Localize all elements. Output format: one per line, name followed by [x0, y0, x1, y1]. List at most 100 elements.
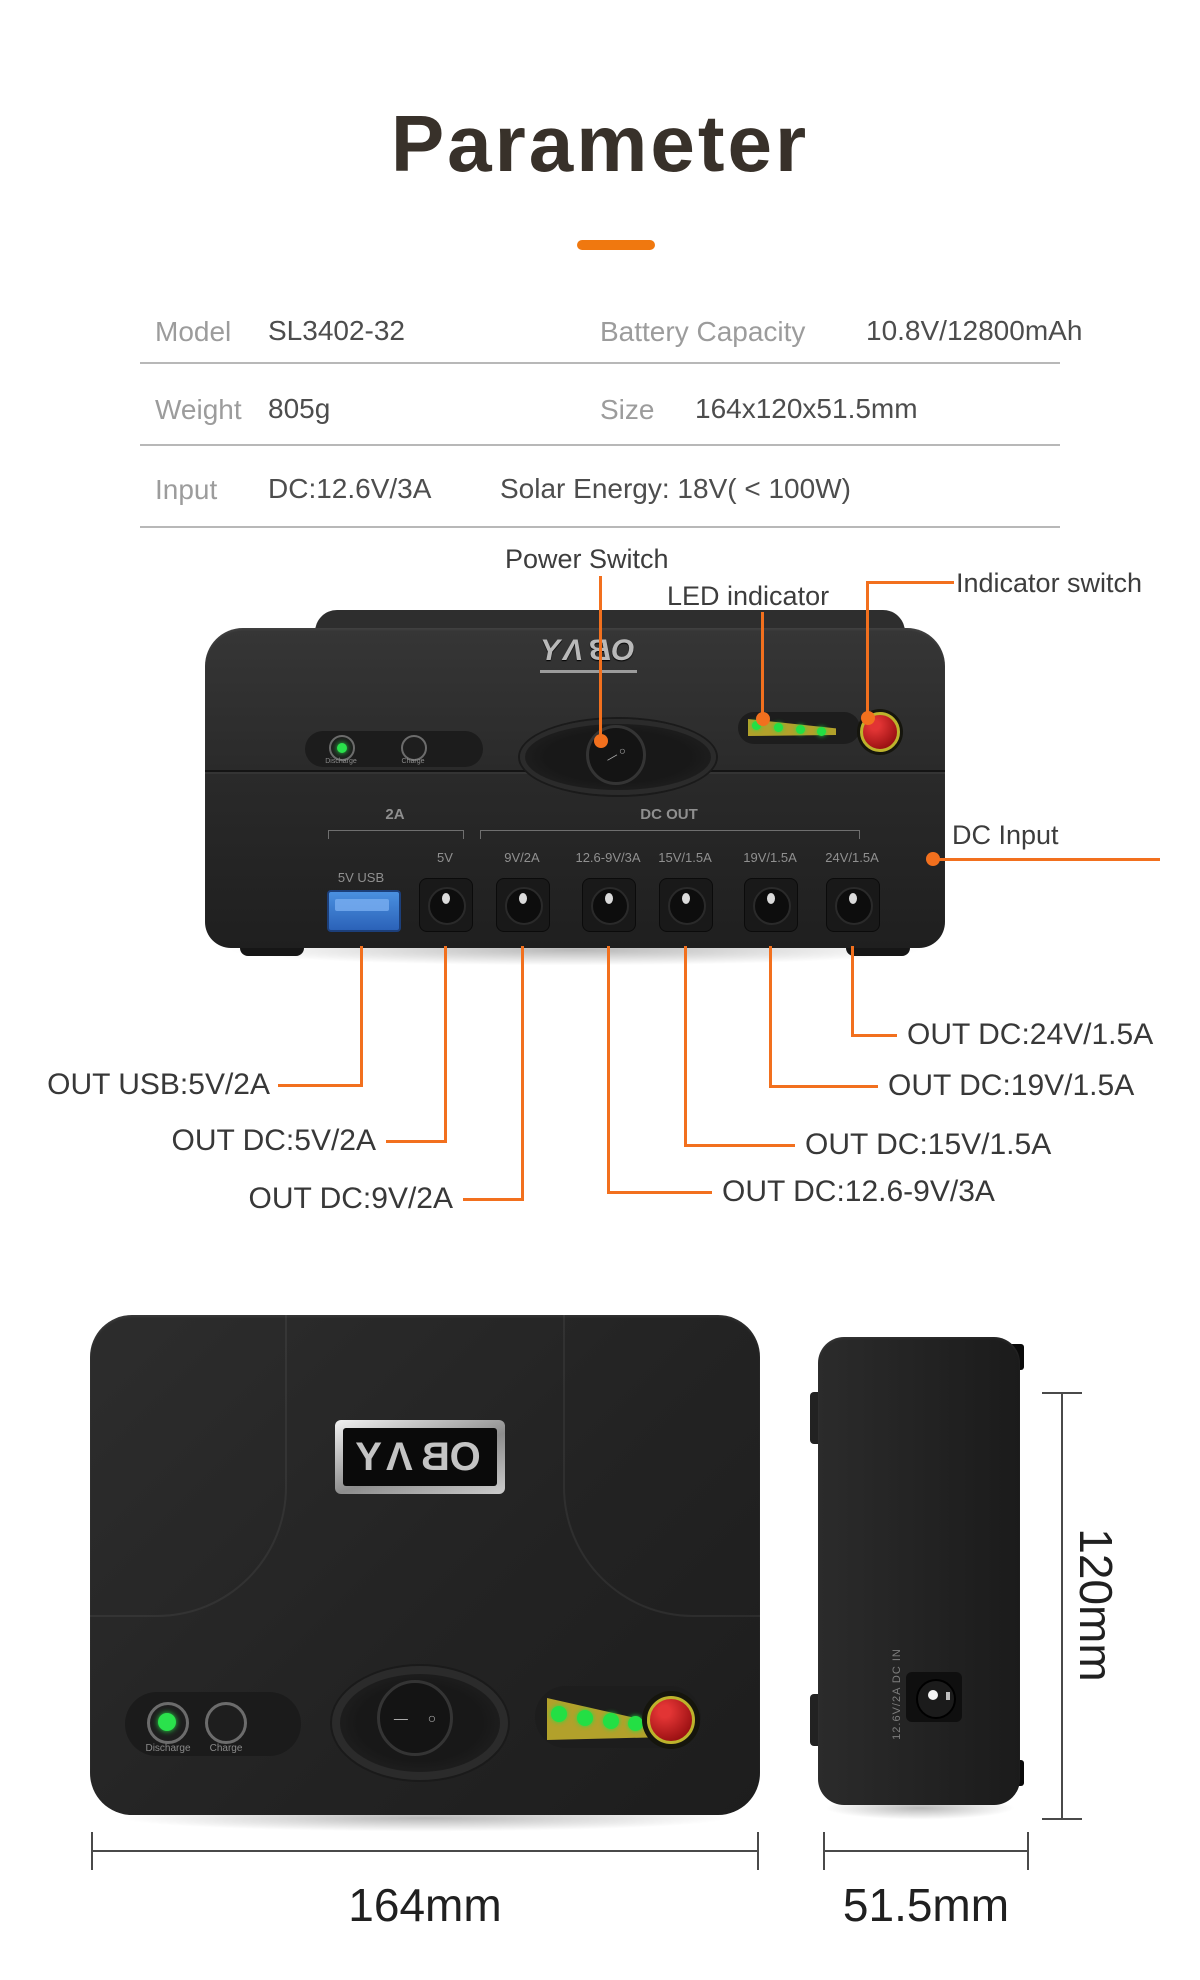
led-indicator-callout: LED indicator — [667, 581, 830, 611]
battery-led-dot — [796, 725, 805, 734]
rocker-on-mark: ○ — [427, 1710, 437, 1726]
battery-led-dot — [628, 1716, 643, 1731]
spec-battery-label: Battery Capacity — [600, 316, 806, 347]
discharge-label: Discharge — [325, 758, 357, 765]
out-usb-label: OUT USB:5V/2A — [47, 1068, 270, 1101]
spec-size-label: Size — [600, 394, 655, 425]
dc-input-line — [934, 858, 1160, 861]
width-dim-line — [91, 1850, 759, 1852]
out-19v-label: OUT DC:19V/1.5A — [888, 1069, 1135, 1102]
battery-led-dot — [752, 721, 761, 730]
spec-solar-value: Solar Energy: 18V( < 100W) — [500, 473, 851, 504]
indicator-switch-dot — [861, 711, 875, 725]
logo-letter: O — [449, 1435, 485, 1479]
spec-divider — [140, 526, 1060, 528]
spec-divider — [140, 444, 1060, 446]
rocker-on-mark: ○ — [616, 744, 628, 759]
dc-barrel — [668, 887, 706, 925]
out-5v-label: OUT DC:5V/2A — [171, 1124, 376, 1157]
page-title: Parameter — [390, 99, 810, 188]
out-126-label: OUT DC:12.6-9V/3A — [722, 1175, 995, 1208]
depth-dim-line — [823, 1850, 1029, 1852]
out-15v-line-h — [684, 1144, 795, 1147]
dc-barrel — [428, 887, 466, 925]
rocker-off-mark: — — [604, 749, 620, 766]
indicator-switch-button — [647, 1696, 695, 1744]
dc-pin — [767, 893, 775, 904]
logo-letter: Y — [540, 634, 564, 667]
dc-pin — [849, 893, 857, 904]
logo-letter: Y — [355, 1435, 386, 1479]
group-2a-label: 2A — [385, 806, 405, 823]
port-label-9v: 9V/2A — [504, 850, 540, 865]
spec-battery-value: 10.8V/12800mAh — [866, 315, 1083, 346]
usb-tongue — [335, 899, 389, 911]
indicator-switch-line-h — [866, 581, 954, 584]
spec-divider — [140, 362, 1060, 364]
power-switch-callout: Power Switch — [505, 544, 669, 574]
dc-in-jack — [906, 1672, 962, 1722]
port-label-19v: 19V/1.5A — [743, 850, 797, 865]
spec-input-value: DC:12.6V/3A — [268, 473, 432, 504]
dc-in-pin — [928, 1690, 938, 1700]
spec-weight-value: 805g — [268, 393, 331, 424]
out-15v-line-v — [684, 946, 687, 1147]
width-dim-tick — [757, 1832, 759, 1870]
spec-size-value: 164x120x51.5mm — [695, 393, 918, 424]
rocker-off-mark: — — [393, 1710, 408, 1726]
height-dim-label: 120mm — [1070, 1528, 1122, 1682]
spec-input-label: Input — [155, 474, 218, 505]
charge-label: Charge — [209, 1743, 243, 1754]
usb-port — [327, 890, 401, 932]
indicator-switch-callout: Indicator switch — [956, 568, 1143, 598]
out-usb-line-h — [278, 1084, 363, 1087]
power-switch-dot — [594, 734, 608, 748]
port-label-15v: 15V/1.5A — [658, 850, 712, 865]
led-indicator-line — [761, 612, 764, 718]
height-dim-tick — [1042, 1818, 1082, 1820]
out-24v-line-v — [851, 946, 854, 1037]
battery-led-dot — [551, 1706, 567, 1722]
out-19v-line-h — [769, 1085, 878, 1088]
dc-pin — [442, 893, 450, 904]
width-dim-label: 164mm — [348, 1879, 502, 1931]
depth-dim-tick — [1027, 1832, 1029, 1870]
discharge-indicator — [147, 1702, 189, 1744]
yabo-badge: YΛBO — [343, 1428, 497, 1486]
led-indicator-dot — [756, 712, 770, 726]
rocker-marks: — ○ — [604, 745, 628, 766]
out-9v-label: OUT DC:9V/2A — [248, 1182, 453, 1215]
dc-barrel — [505, 887, 543, 925]
dc-input-dot — [926, 852, 940, 866]
dc-barrel — [835, 887, 873, 925]
indicator-switch-line-v — [866, 581, 869, 717]
yabo-logo: YΛBO — [355, 1435, 484, 1479]
dc-port-19v — [744, 878, 798, 932]
port-label-5v: 5V — [437, 850, 453, 865]
logo-letter-mirrored-b: B — [416, 1435, 450, 1479]
out-5v-line-h — [386, 1140, 447, 1143]
charge-indicator — [401, 735, 427, 761]
height-dim-tick — [1042, 1392, 1082, 1394]
power-switch-rocker: — ○ — [377, 1680, 453, 1756]
width-dim-tick — [91, 1832, 93, 1870]
dc-port-9v — [496, 878, 550, 932]
battery-led-dot — [577, 1710, 593, 1726]
out-19v-line-v — [769, 946, 772, 1088]
out-5v-line-v — [444, 946, 447, 1143]
group-2a-bracket — [328, 830, 464, 839]
port-label-24v: 24V/1.5A — [825, 850, 879, 865]
indicator-switch-button — [860, 712, 900, 752]
dc-pin — [682, 893, 690, 904]
group-dcout-bracket — [480, 830, 860, 839]
logo-letter: Λ — [563, 634, 587, 667]
port-label-126-9v: 12.6-9V/3A — [575, 850, 641, 865]
spec-model-label: Model — [155, 316, 232, 347]
title-underline — [577, 240, 655, 250]
dc-barrel — [753, 887, 791, 925]
discharge-led-on — [158, 1713, 176, 1731]
dc-in-notch — [946, 1692, 950, 1700]
out-9v-line-v — [521, 946, 524, 1201]
battery-led-dot — [817, 727, 826, 736]
dc-in-side-label: 12.6V/2A DC IN — [891, 1648, 903, 1740]
